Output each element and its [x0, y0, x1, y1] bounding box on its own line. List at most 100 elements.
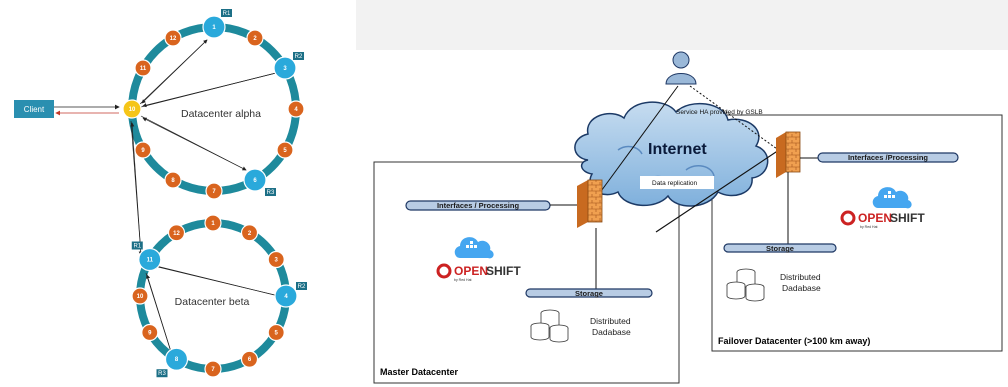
- alpha-node-11: [134, 59, 152, 77]
- alpha-node-label-6: 6: [253, 178, 257, 184]
- failover-openshift-logo: OPEN SHIFT by Red Hat: [840, 187, 925, 229]
- master-db-label-1: Distributed: [590, 316, 631, 326]
- master-storage-bar: Storage: [525, 288, 653, 298]
- alpha-node-2: [246, 29, 264, 47]
- alpha-replica-tag-R1: [221, 9, 232, 17]
- alpha-node-label-12: 12: [170, 36, 177, 42]
- alpha-node-3: [273, 56, 297, 80]
- client-label: Client: [24, 105, 45, 114]
- master-firewall-icon: [577, 179, 603, 228]
- data-replication-arrow: [655, 143, 789, 233]
- data-replication-label: Data replication: [652, 180, 698, 187]
- master-storage-label: Storage: [575, 289, 603, 298]
- beta-node-label-3: 3: [275, 258, 279, 264]
- alpha-node-5: [276, 141, 294, 159]
- alpha-replica-label-R2: R2: [295, 54, 303, 60]
- gslb-arrow-failover: [689, 85, 785, 155]
- beta-node-7: [204, 360, 222, 378]
- alpha-node-12: [164, 29, 182, 47]
- beta-node-label-5: 5: [275, 331, 279, 337]
- alpha-node-label-3: 3: [283, 66, 287, 72]
- beta-node-label-7: 7: [211, 367, 215, 373]
- beta-node-label-4: 4: [284, 294, 288, 300]
- beta-replica-label-R2: R2: [298, 284, 306, 290]
- beta-node-label-6: 6: [248, 357, 252, 363]
- alpha-replica-tag-R2: [293, 52, 305, 60]
- beta-replica-label-R3: R3: [158, 371, 166, 377]
- beta-node-8: [164, 347, 189, 371]
- beta-node-11: [138, 247, 162, 272]
- beta-replica-tag-R3: [156, 369, 168, 378]
- svg-text:by Red Hat: by Red Hat: [860, 225, 878, 229]
- beta-replica-label-R1: R1: [133, 244, 141, 250]
- master-db-label-2: Dadabase: [592, 327, 631, 337]
- beta-node-3: [267, 250, 285, 269]
- beta-node-12: [167, 224, 186, 242]
- beta-datacenter-label: Datacenter beta: [175, 296, 250, 308]
- master-interfaces-label: Interfaces / Processing: [437, 201, 520, 210]
- failover-db-label-2: Dadabase: [782, 283, 821, 293]
- alpha-replica-label-R1: R1: [223, 11, 231, 17]
- ring-diagram-panel: Client Datacenter alpha Datacenter beta: [0, 0, 356, 387]
- alpha-request-arrows: [130, 39, 281, 256]
- beta-node-label-12: 12: [173, 231, 180, 237]
- svg-text:by Red Hat: by Red Hat: [454, 278, 472, 282]
- failover-interfaces-label: Interfaces /Processing: [848, 153, 928, 162]
- svg-text:OPEN: OPEN: [454, 264, 488, 278]
- alpha-datacenter-label: Datacenter alpha: [181, 108, 261, 120]
- beta-request-arrows: [145, 264, 288, 356]
- internet-label: Internet: [648, 141, 707, 158]
- alpha-node-label-2: 2: [253, 36, 257, 42]
- beta-node-1: [204, 214, 222, 232]
- alpha-node-7: [205, 182, 223, 200]
- alpha-node-label-4: 4: [294, 107, 298, 113]
- svg-text:SHIFT: SHIFT: [890, 211, 925, 225]
- failover-db-label-1: Distributed: [780, 272, 821, 282]
- svg-text:SHIFT: SHIFT: [486, 264, 521, 278]
- beta-node-5: [267, 323, 285, 342]
- alpha-node-1: [202, 15, 226, 39]
- beta-replica-tag-R2: [296, 282, 307, 290]
- beta-replica-tag-R1: [131, 241, 143, 250]
- alpha-node-label-7: 7: [212, 189, 216, 195]
- beta-node-9: [141, 323, 159, 342]
- alpha-node-10: [122, 99, 142, 119]
- alpha-node-label-8: 8: [171, 178, 175, 184]
- alpha-node-label-9: 9: [141, 148, 145, 154]
- master-datacenter-name: Master Datacenter: [380, 367, 459, 377]
- alpha-node-label-1: 1: [212, 25, 216, 31]
- alpha-node-label-10: 10: [129, 107, 136, 113]
- beta-node-label-1: 1: [211, 221, 215, 227]
- gslb-arrow-master: [595, 85, 679, 199]
- cloud-diagram-panel: Master Datacenter Failover Datacenter (>…: [356, 50, 1008, 387]
- beta-node-4: [274, 284, 298, 308]
- beta-node-label-11: 11: [147, 258, 154, 264]
- cloud-diagram: Master Datacenter Failover Datacenter (>…: [373, 51, 1003, 384]
- failover-storage-bar: Storage: [723, 243, 837, 253]
- alpha-node-8: [164, 171, 182, 189]
- client-box: Client: [14, 100, 54, 118]
- failover-firewall-icon: [776, 131, 801, 178]
- data-replication-label-bg: [640, 176, 714, 189]
- alpha-node-9: [134, 141, 152, 159]
- beta-node-label-2: 2: [248, 231, 252, 237]
- failover-interfaces-bar: Interfaces /Processing: [817, 152, 959, 163]
- beta-node-label-8: 8: [175, 357, 179, 363]
- alpha-replica-tag-R3: [265, 188, 276, 197]
- failover-datacenter-name: Failover Datacenter (>100 km away): [718, 336, 870, 346]
- alpha-node-4: [287, 100, 305, 118]
- ring-diagram: Client Datacenter alpha Datacenter beta: [14, 9, 307, 378]
- alpha-node-6: [243, 168, 267, 192]
- alpha-node-label-11: 11: [140, 66, 147, 72]
- gslb-label: Service HA provided by GSLB: [676, 109, 763, 116]
- user-icon: [665, 51, 697, 85]
- alpha-replica-label-R3: R3: [267, 190, 275, 196]
- master-interfaces-bar: Interfaces / Processing: [405, 200, 551, 211]
- master-openshift-logo: OPEN SHIFT by Red Hat: [436, 237, 521, 282]
- beta-node-2: [240, 224, 259, 242]
- beta-node-label-10: 10: [137, 294, 144, 300]
- beta-node-6: [240, 350, 259, 368]
- beta-node-label-9: 9: [148, 331, 152, 337]
- svg-text:OPEN: OPEN: [858, 211, 892, 225]
- beta-node-10: [131, 287, 149, 305]
